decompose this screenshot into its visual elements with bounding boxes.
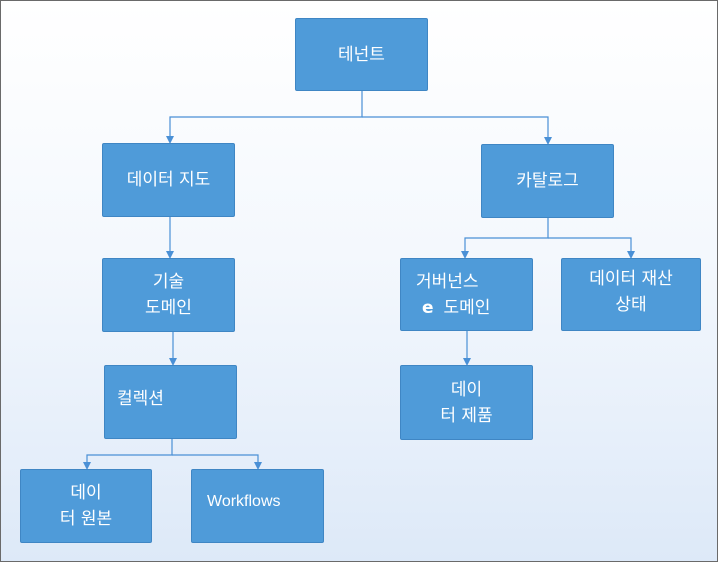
connector-collection-to-workflows: [172, 454, 262, 470]
node-collection: 컬렉션: [104, 365, 237, 439]
node-governance-domain-line1: 거버넌스: [416, 271, 479, 292]
node-tenant: 테넌트: [295, 18, 428, 91]
node-governance-domain-line2-row: e 도메인: [416, 295, 532, 321]
node-catalog: 카탈로그: [481, 144, 614, 218]
connector-tenant-to-catalog: [362, 116, 552, 145]
node-data-product: 데이 터 제품: [400, 365, 533, 440]
node-governance-domain: 거버넌스 e 도메인: [400, 258, 533, 331]
node-workflows-label: Workflows: [207, 493, 281, 510]
node-tenant-label: 테넌트: [338, 44, 385, 65]
connector-catalog-to-governance-domain: [461, 217, 549, 259]
node-workflows: Workflows: [191, 469, 324, 543]
node-data-source: 데이 터 원본: [20, 469, 152, 543]
node-data-product-line1: 데이: [450, 379, 483, 400]
connector-collection-to-data-source: [83, 439, 173, 470]
node-governance-domain-line2-prefix: e: [422, 297, 434, 318]
node-technical-domain-line2: 도메인: [145, 298, 192, 318]
connector-tenant-to-data-map: [166, 91, 363, 144]
node-data-asset-status-line1: 데이터 재산: [589, 268, 673, 289]
node-data-source-line1: 데이: [70, 483, 102, 503]
connector-catalog-to-data-asset-status: [548, 237, 635, 259]
node-governance-domain-line2: 도메인: [443, 297, 491, 318]
node-data-asset-status-line2: 상태: [615, 294, 647, 315]
node-technical-domain-line1: 기술: [152, 272, 185, 292]
node-data-product-line2: 터 제품: [440, 405, 493, 426]
node-catalog-label: 카탈로그: [516, 171, 579, 191]
node-technical-domain: 기술 도메인: [102, 258, 235, 332]
node-data-asset-status: 데이터 재산 상태: [561, 258, 701, 331]
node-collection-label: 컬렉션: [117, 389, 164, 409]
node-data-source-line2: 터 원본: [59, 509, 113, 529]
node-data-map: 데이터 지도: [102, 143, 235, 217]
node-data-map-label: 데이터 지도: [126, 170, 211, 190]
